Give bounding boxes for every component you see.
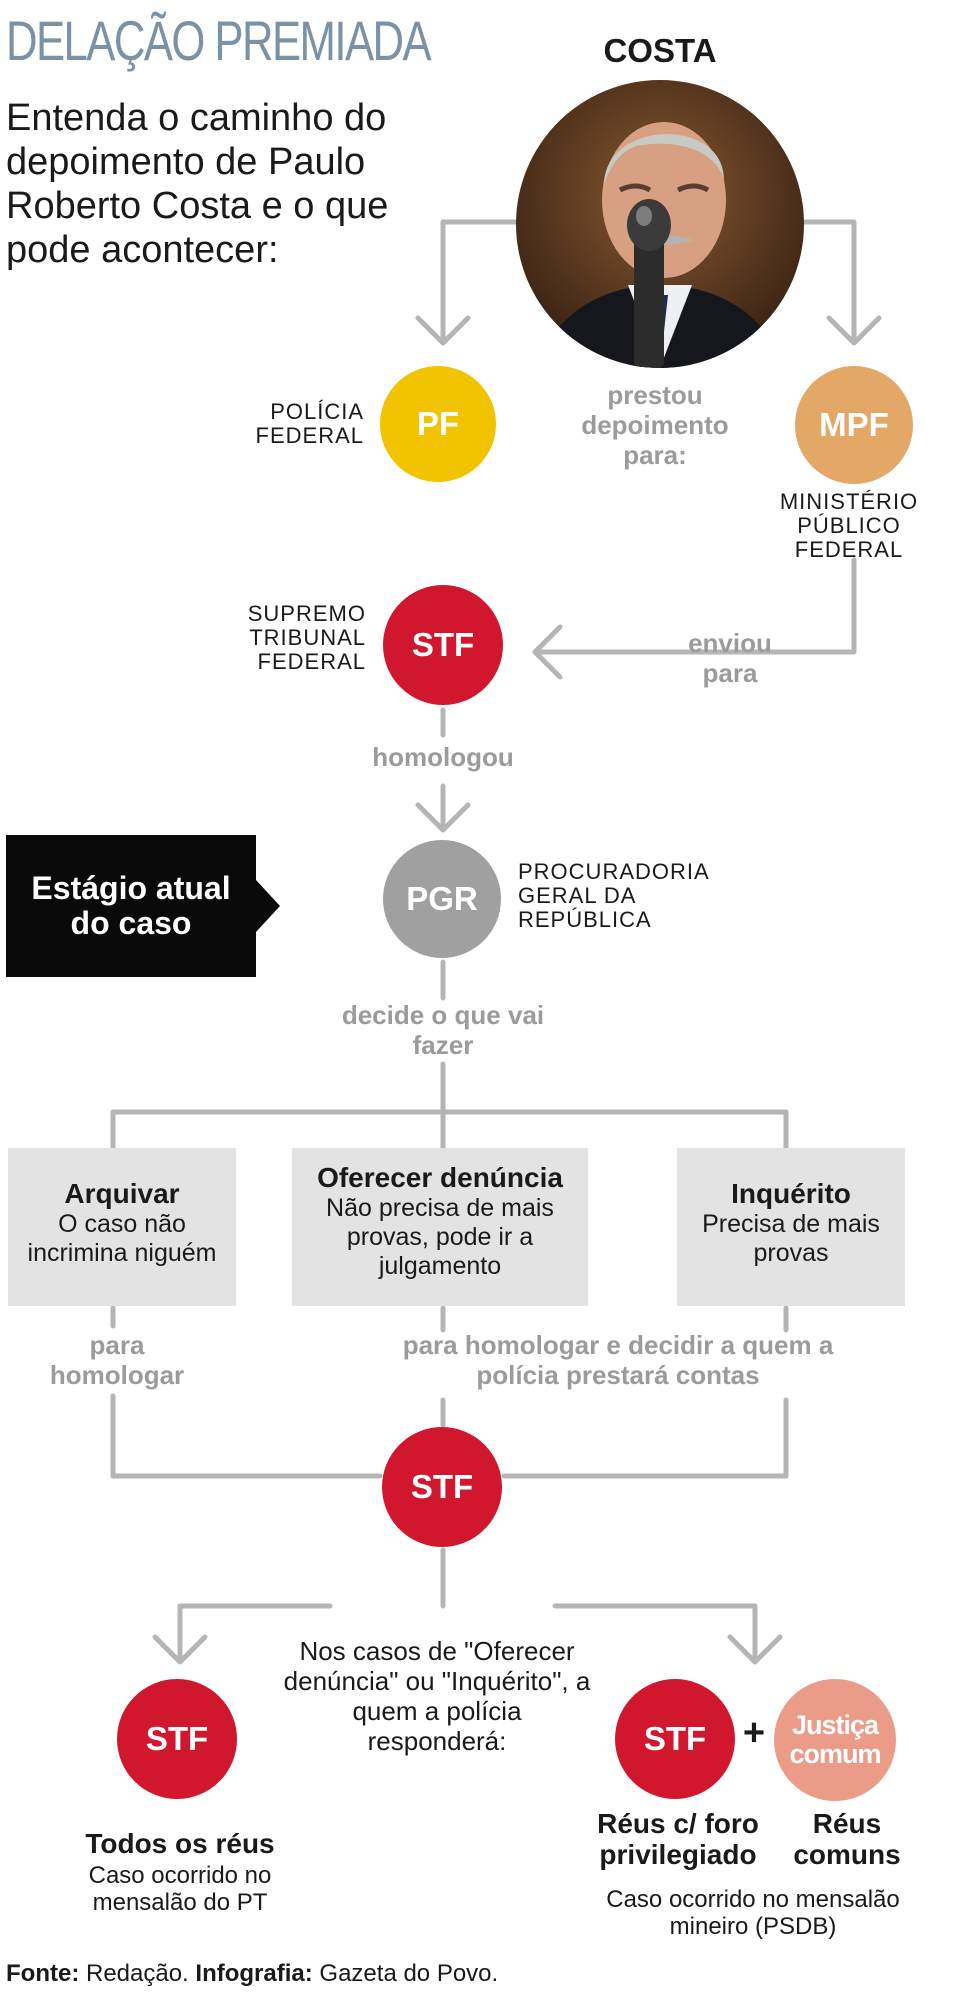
option-title-arquivar: Arquivar (64, 1178, 180, 1209)
current-stage-callout: Estágio atual do caso (6, 835, 256, 977)
connector-inquerito-stf-lower (501, 1397, 789, 1479)
subject-name: COSTA (603, 32, 717, 69)
edge-label-prestou: prestou depoimento para: (581, 380, 729, 470)
outcome-left-text: Caso ocorrido no mensalão do PT (88, 1862, 272, 1916)
connector-costa-mpf (797, 219, 857, 343)
pf-abbr: PF (416, 405, 460, 442)
pf-fullname: POLÍCIA FEDERAL (255, 399, 364, 448)
current-stage-label: Estágio atual do caso (31, 870, 231, 941)
arrowhead-outcome-left (152, 1634, 208, 1665)
credit-value: Gazeta do Povo. (319, 1960, 499, 1987)
option-title-oferecer-denuncia: Oferecer denúncia (317, 1162, 563, 1193)
arrowhead-pf (415, 315, 471, 346)
plus-sign: + (742, 1712, 766, 1754)
pgr-node: PGR (383, 840, 501, 958)
source-label: Fonte: (6, 1960, 80, 1987)
mpf-fullname: MINISTÉRIO PÚBLICO FEDERAL (779, 489, 919, 562)
mpf-node: MPF (795, 366, 913, 484)
arrowhead-outcome-right (727, 1634, 783, 1665)
mpf-abbr: MPF (819, 406, 889, 443)
pgr-fullname: PROCURADORIA GERAL DA REPÚBLICA (518, 859, 709, 932)
outcome-note: Nos casos de "Oferecer denúncia" ou "Inq… (283, 1636, 591, 1756)
stf-abbr-first: STF (411, 626, 475, 663)
source-footer: Fonte: Redação. Infografia: Gazeta do Po… (6, 1960, 498, 1988)
connector-arquivar-stf-lower (110, 1393, 383, 1479)
option-text-inquerito: Precisa de mais provas (702, 1210, 880, 1267)
edge-label-para-homologar-decidir: para homologar e decidir a quem a políci… (402, 1330, 834, 1390)
option-box-arquivar: Arquivar O caso não incrimina niguém (8, 1148, 236, 1306)
connector-mpf-stf (532, 557, 857, 655)
edge-label-para-homologar: para homologar (49, 1330, 185, 1390)
pf-node: PF (380, 366, 496, 482)
option-text-arquivar: O caso não incrimina niguém (27, 1210, 217, 1267)
option-title-inquerito: Inquérito (731, 1178, 851, 1209)
option-box-inquerito: Inquérito Precisa de mais provas (677, 1148, 905, 1306)
outcome-right-text: Caso ocorrido no mensalão mineiro (PSDB) (606, 1886, 900, 1940)
connector-outcome-right (552, 1603, 758, 1663)
outcome-common-title: Réus comuns (793, 1808, 901, 1870)
connector-options-bus (110, 1109, 789, 1151)
credit-label: Infografia: (195, 1960, 313, 1987)
current-stage-pointer (256, 880, 280, 932)
outcome-privileged-title: Réus c/ foro privilegiado (597, 1808, 759, 1870)
stf-node-privileged: STF (615, 1679, 735, 1799)
stf-abbr-all: STF (145, 1720, 209, 1757)
stf-abbr-privileged: STF (643, 1720, 707, 1757)
edge-label-homologou: homologou (372, 742, 514, 772)
stf-node-first: STF (383, 585, 503, 705)
stf-abbr-second: STF (410, 1468, 474, 1505)
arrowhead-pgr (415, 802, 471, 833)
edge-label-enviou: enviou para (688, 628, 772, 688)
option-box-oferecer-denuncia: Oferecer denúncia Não precisa de mais pr… (292, 1148, 588, 1306)
source-value: Redação. (85, 1960, 189, 1987)
stf-node-second: STF (382, 1427, 502, 1547)
option-text-oferecer-denuncia: Não precisa de mais provas, pode ir a ju… (326, 1194, 554, 1280)
costa-portrait (516, 80, 804, 368)
stf-fullname: SUPREMO TRIBUNAL FEDERAL (247, 601, 366, 674)
infographic-title: DELAÇÃO PREMIADA (6, 9, 432, 72)
justica-comum-node: Justiça comum (774, 1679, 896, 1801)
pgr-abbr: PGR (406, 880, 478, 917)
arrowhead-mpf (826, 315, 882, 346)
justica-comum-label: Justiça comum (789, 1710, 881, 1769)
outcome-left-title: Todos os réus (85, 1828, 275, 1859)
arrowhead-stf (532, 624, 563, 680)
stf-node-all-defendants: STF (117, 1679, 237, 1799)
edge-label-decide: decide o que vai fazer (341, 1000, 545, 1060)
intro-text: Entenda o caminho do depoimento de Paulo… (6, 97, 389, 271)
connector-outcome-left (177, 1603, 333, 1663)
connector-costa-pf (440, 219, 523, 343)
